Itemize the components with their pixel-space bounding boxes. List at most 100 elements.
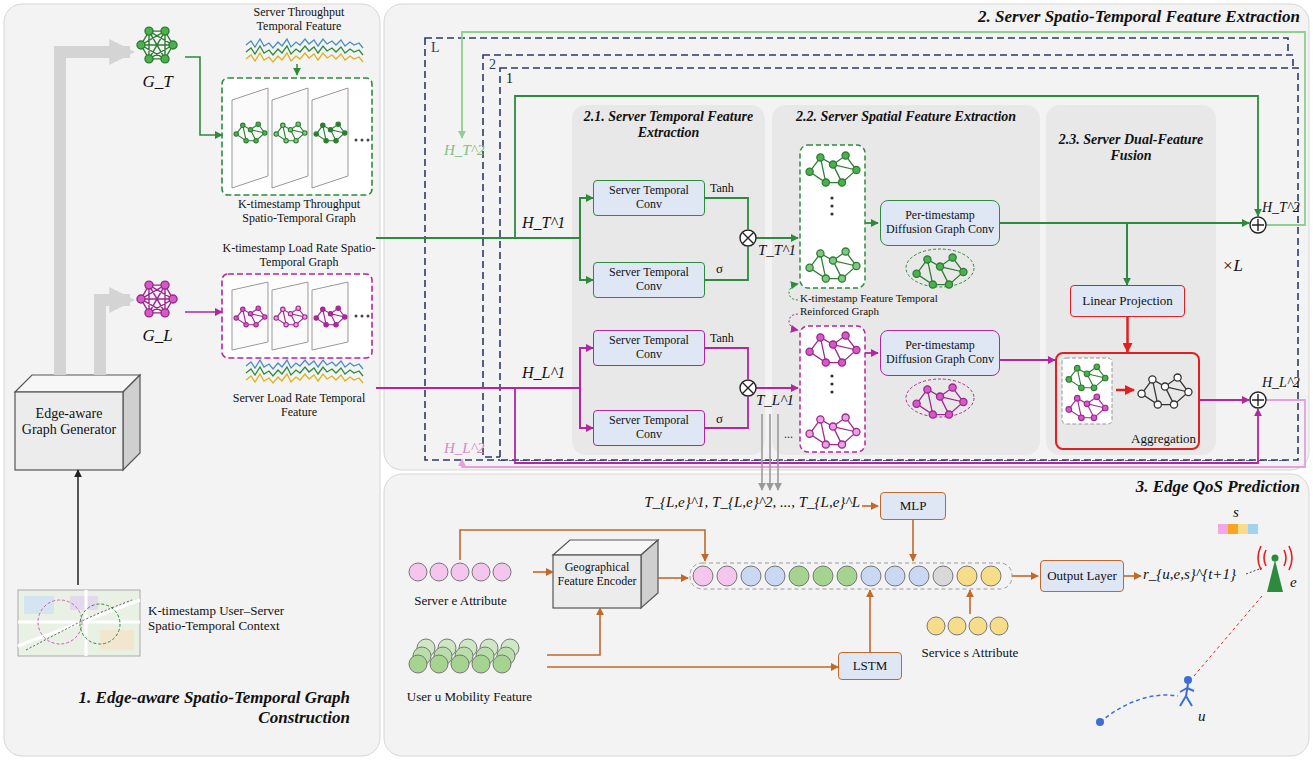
math-symbol: T_T^1 [758, 242, 796, 259]
feature-arrows [869, 590, 871, 652]
lstm-box: LSTM [838, 652, 902, 680]
edge-scene-icon [1238, 524, 1248, 534]
aggregation-graphs [1066, 394, 1108, 421]
connector [100, 300, 130, 375]
math-symbol: H_L^2 [1262, 375, 1300, 391]
math-symbol: H_L^2 [444, 440, 485, 457]
graph-stack [830, 390, 833, 393]
feature-arrows [862, 505, 878, 507]
mobility-vector: User u Mobility Feature [392, 630, 547, 718]
conv-wiring [705, 198, 748, 229]
panel-heading: 2.1. Server Temporal Feature Extraction [578, 109, 759, 141]
graph-planes [361, 139, 364, 142]
math-symbol: T_{L,e}^1, T_{L,e}^2, ..., T_{L,e}^L [560, 494, 860, 511]
feature-vectors [948, 617, 966, 635]
temporal-curves [246, 53, 363, 62]
diffusion-graph [913, 384, 967, 418]
edge-scene-icon [1184, 676, 1192, 684]
graph-planes [367, 139, 370, 142]
math-symbol: r_{u,e,s}^{t+1} [1143, 566, 1236, 583]
edge-scene-icon [1100, 695, 1178, 722]
node-text: MLP [900, 499, 927, 514]
node-text: LSTM [853, 659, 888, 674]
complete-graph-icon [137, 27, 177, 317]
panel-grounds [4, 4, 1309, 756]
feature-arrows [912, 520, 914, 561]
graph-icon: G_T [130, 18, 185, 98]
feature-vectors [789, 566, 809, 586]
conv-wiring [462, 32, 1305, 225]
operator-symbols [740, 230, 756, 246]
feature-vectors [957, 566, 977, 586]
complete-graph-icon [137, 281, 177, 317]
feature-vectors [861, 566, 881, 586]
panel-heading: 2. Server Spatio-Temporal Feature Extrac… [880, 7, 1300, 27]
feature-vectors [990, 617, 1008, 635]
feature-vectors [717, 566, 737, 586]
feature-vectors [969, 617, 987, 635]
math-symbol: s [1233, 504, 1239, 521]
node-text: Geographical Feature Encoder [555, 561, 639, 589]
annotation-text: σ [716, 262, 723, 277]
aggregation-graphs [1138, 374, 1192, 408]
feature-vectors [981, 566, 1001, 586]
feature-arrows [460, 530, 705, 561]
map-illustration [18, 590, 140, 656]
operator-symbols [1250, 217, 1266, 233]
node-text: Aggregation [1100, 432, 1196, 447]
layer-frame: 12.1. Server Temporal Feature Extraction… [500, 68, 1298, 460]
graph-planes [234, 122, 267, 143]
math-symbol: H_T^1 [522, 214, 565, 232]
graph-planes [222, 78, 372, 195]
module-panel: 2.2. Server Spatial Feature ExtractionPe… [772, 105, 1040, 455]
map-illustration [26, 600, 132, 650]
graph-planes [274, 306, 307, 327]
feature-vectors [693, 566, 713, 586]
map-illustration [24, 596, 54, 614]
math-symbol: H_L^1 [522, 364, 565, 382]
temporal-curves [246, 374, 363, 383]
graph-planes [222, 274, 372, 358]
conv-wiring [865, 352, 878, 354]
graph-planes [222, 78, 372, 358]
map-illustration [18, 590, 140, 656]
panel-grounds [4, 4, 380, 756]
conv-wiring [515, 96, 1258, 238]
node-text: K-timestamp User–Server Spatio-Temporal … [148, 604, 313, 634]
graph-conv-box: Per-timestamp Diffusion Graph Conv [880, 200, 1000, 246]
graph-stack [830, 196, 833, 199]
conv-wiring [515, 388, 1258, 463]
context-figure: K-timestamp User–Server Spatio-Temporal … [15, 585, 315, 660]
section-panel: 1. Edge-aware Spatio-Temporal Graph Cons… [4, 4, 380, 756]
edge-scene-icon [1267, 560, 1283, 592]
output-box: Output Layer [1040, 560, 1124, 592]
conv-wiring [462, 32, 1305, 467]
feature-vectors [927, 617, 945, 635]
node-text: Server Load Rate Temporal Feature [232, 392, 366, 420]
connector [376, 198, 593, 238]
edge-scene-icon [1248, 524, 1258, 534]
temporal-curves [246, 39, 363, 383]
math-symbol: H_T^2 [444, 142, 485, 159]
map-illustration [100, 630, 134, 650]
mlp-box: MLP [880, 492, 946, 520]
module-grounds [1046, 105, 1216, 455]
edge-scene-icon [1272, 555, 1279, 562]
graph-stack [830, 212, 833, 215]
node-text: Output Layer [1047, 569, 1117, 584]
graph-planes [361, 315, 364, 318]
annotation-text: Tanh [710, 332, 734, 346]
operator-symbols [1252, 219, 1264, 231]
feature-vectors [409, 563, 511, 581]
graph-stack [789, 284, 798, 300]
graph-stack [789, 314, 798, 330]
node-text: Server Throughput Temporal Feature [232, 6, 366, 34]
math-symbol: T_L^1 [756, 392, 794, 409]
projection-box: Linear Projection [1070, 285, 1185, 317]
graph-stack [830, 382, 833, 385]
conv-wiring [705, 348, 748, 379]
generator-box: Edge-aware Graph Generator [15, 375, 140, 470]
annotation-text: 2 [489, 57, 496, 73]
feature-arrows [460, 414, 1141, 652]
